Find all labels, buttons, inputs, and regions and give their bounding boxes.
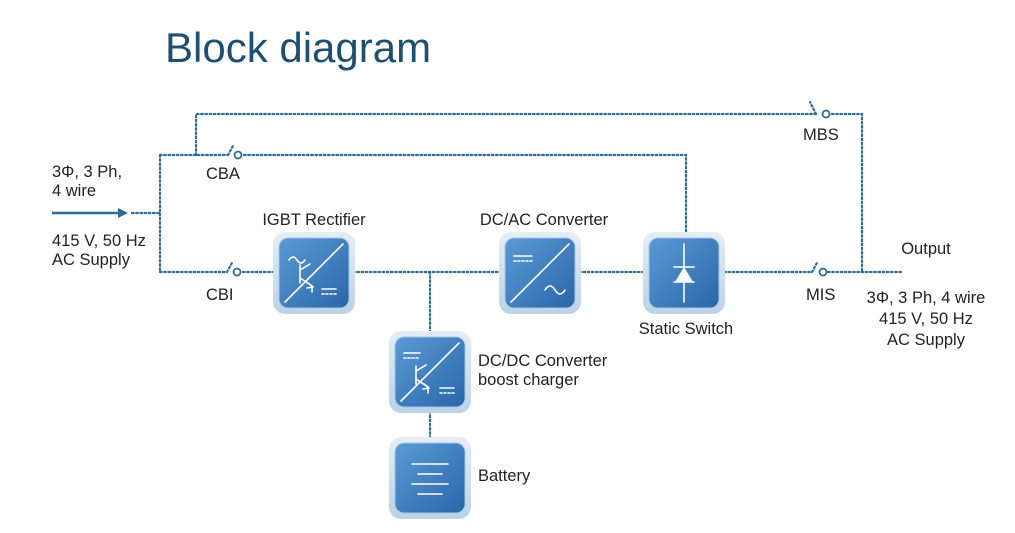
cbi-switch [225,259,242,277]
igbt-rectifier-block [273,232,355,314]
output-voltage-label: 415 V, 50 Hz [879,310,973,328]
input-phase-label: 3Φ, 3 Ph, [52,163,122,181]
battery-block [389,437,471,519]
dc-dc-converter-label: DC/DC Converter [478,352,608,370]
mbs-switch [808,100,831,119]
output-heading: Output [901,240,951,258]
dc-ac-converter-block [499,232,581,314]
mis-switch [810,259,828,277]
static-switch-block [643,232,725,314]
cba-label: CBA [206,165,240,183]
cba-switch [226,142,243,160]
static-switch-label: Static Switch [639,320,733,338]
igbt-rectifier-label: IGBT Rectifier [262,211,366,229]
input-supply-label: AC Supply [52,251,131,269]
page-title: Block diagram [165,24,431,71]
dc-dc-converter-block [389,331,471,413]
cbi-label: CBI [206,286,234,304]
mis-label: MIS [806,286,835,304]
dc-ac-converter-label: DC/AC Converter [480,211,609,229]
output-supply-label: AC Supply [887,331,966,349]
output-phase-label: 3Φ, 3 Ph, 4 wire [867,289,986,307]
input-wire-label: 4 wire [52,182,96,200]
dc-dc-converter-sublabel: boost charger [478,371,579,389]
mbs-label: MBS [803,126,839,144]
battery-label: Battery [478,467,531,485]
input-voltage-label: 415 V, 50 Hz [52,232,146,250]
